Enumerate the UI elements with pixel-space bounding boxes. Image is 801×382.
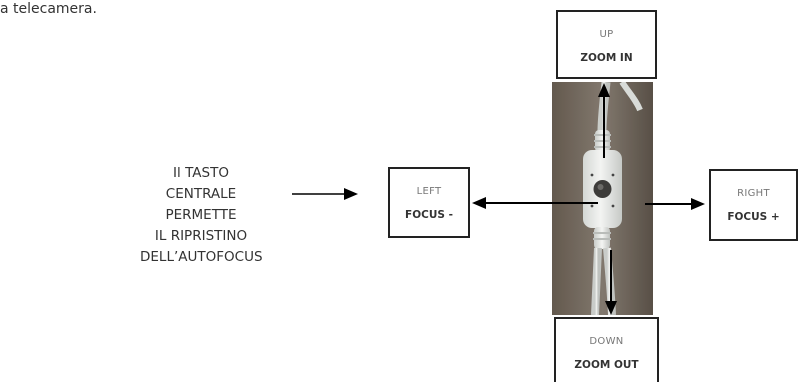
focus-minus-label: FOCUS - [405,209,453,221]
center-note-line-1: Il TASTO CENTRALE PERMETTE [165,165,237,223]
down-direction-label: DOWN [589,336,624,347]
center-note-line-3: DELL’AUTOFOCUS [140,249,263,265]
right-direction-label: RIGHT [737,188,770,199]
zoom-out-label: ZOOM OUT [574,359,639,371]
focus-plus-label: FOCUS + [727,211,780,223]
down-label-box: DOWN ZOOM OUT [554,317,659,382]
right-arrow-from-note [292,188,358,200]
right-label-box: RIGHT FOCUS + [709,169,798,241]
left-direction-label: LEFT [416,186,442,197]
controller-photo [552,82,653,315]
up-label-box: UP ZOOM IN [556,10,657,79]
left-label-box: LEFT FOCUS - [388,167,470,238]
center-note-line-2: IL RIPRISTINO [154,228,248,244]
center-button-note: Il TASTO CENTRALE PERMETTE IL RIPRISTINO… [140,163,263,268]
zoom-in-label: ZOOM IN [580,52,633,64]
intro-text: a telecamera. [0,1,97,17]
arrow-right [645,198,705,210]
up-direction-label: UP [599,29,614,40]
